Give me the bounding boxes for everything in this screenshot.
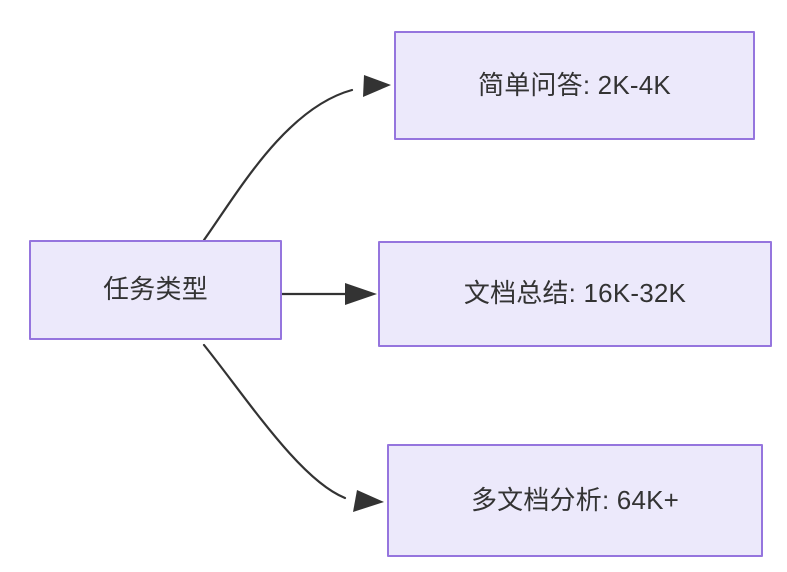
node-doc-summary[interactable]: 文档总结: 16K-32K (378, 241, 772, 347)
edge-source-multi-doc-path (202, 343, 347, 500)
edge-source-simple-qa (202, 75, 391, 242)
edge-source-simple-qa-arrowhead (363, 75, 391, 97)
edge-source-simple-qa-path (202, 88, 354, 242)
node-task-type-label: 任务类型 (103, 274, 208, 305)
node-multi-doc[interactable]: 多文档分析: 64K+ (387, 444, 763, 557)
node-simple-qa[interactable]: 简单问答: 2K-4K (394, 31, 755, 140)
edge-source-multi-doc-arrowhead (353, 490, 384, 512)
node-task-type[interactable]: 任务类型 (29, 240, 282, 340)
node-doc-summary-label: 文档总结: 16K-32K (463, 278, 687, 309)
node-simple-qa-label: 简单问答: 2K-4K (478, 69, 671, 100)
edge-source-doc-summary-arrowhead (345, 283, 377, 305)
edge-source-multi-doc (202, 343, 384, 512)
edge-source-doc-summary (280, 283, 377, 305)
node-multi-doc-label: 多文档分析: 64K+ (470, 484, 680, 515)
